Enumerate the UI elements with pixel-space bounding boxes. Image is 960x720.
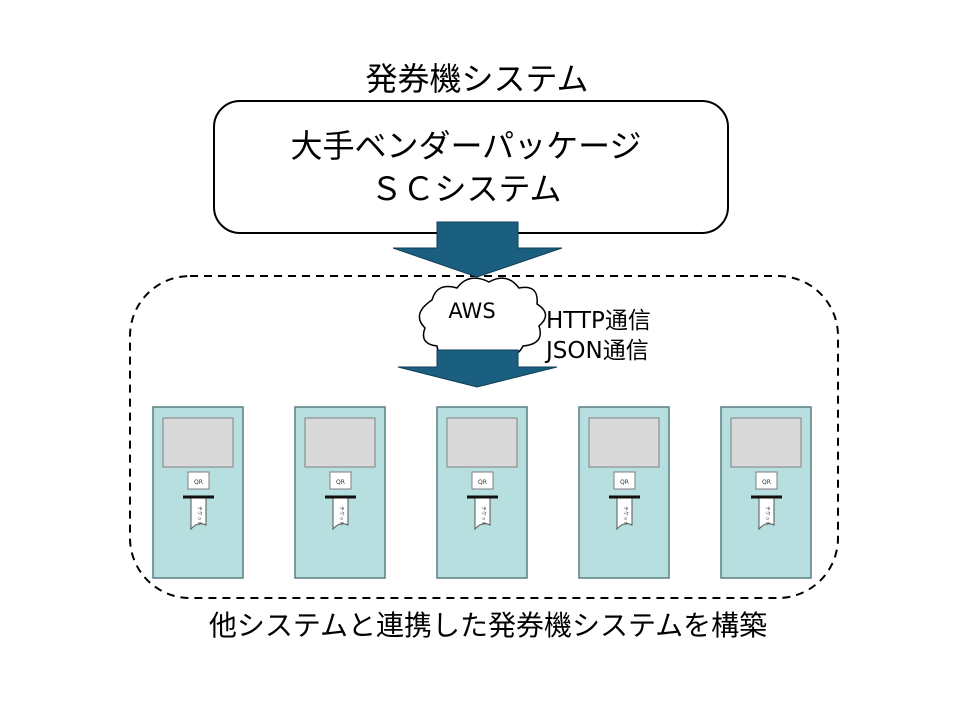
machine-screen (588, 417, 660, 468)
caption: 他システムと連携した発券機システムを構築 (209, 609, 767, 642)
system-boundary (129, 275, 839, 599)
ticket-label: チケット (622, 506, 629, 526)
qr-label: QR (336, 479, 345, 486)
machine-screen (730, 417, 802, 468)
ticket-icon (190, 497, 207, 531)
cloud-label: AWS (448, 299, 495, 323)
down-arrow-top (392, 221, 563, 278)
vendor-box-line1: 大手ベンダーパッケージ (290, 127, 641, 165)
ticket-label: チケット (480, 506, 487, 526)
ticket-label: チケット (196, 506, 203, 526)
machine-screen (446, 417, 518, 468)
ticket-icon (474, 497, 491, 531)
ticket-label: チケット (764, 506, 771, 526)
ticket-icon (332, 497, 349, 531)
qr-reader (187, 471, 210, 490)
machine-screen (162, 417, 234, 468)
diagram-title: 発券機システム (365, 60, 588, 98)
qr-reader (329, 471, 352, 490)
machine-screen (304, 417, 376, 468)
qr-label: QR (762, 479, 771, 486)
vendor-system-box (213, 100, 729, 234)
qr-reader (471, 471, 494, 490)
qr-reader (755, 471, 778, 490)
down-arrow-bottom (397, 349, 558, 388)
qr-label: QR (194, 479, 203, 486)
ticket-machine: QR チケット (720, 406, 812, 579)
qr-reader (613, 471, 636, 490)
qr-label: QR (478, 479, 487, 486)
vendor-box-line2: ＳＣシステム (370, 170, 561, 208)
qr-label: QR (620, 479, 629, 486)
protocol-http: HTTP通信 (546, 308, 651, 334)
ticket-icon (758, 497, 775, 531)
ticket-machines: QR チケット QR チケット QR チケット QR チケット QR チケット (152, 406, 812, 579)
ticket-machine: QR チケット (152, 406, 244, 579)
ticket-machine: QR チケット (436, 406, 528, 579)
ticket-machine: QR チケット (294, 406, 386, 579)
ticket-label: チケット (338, 506, 345, 526)
cloud-icon (418, 277, 547, 363)
ticket-machine: QR チケット (578, 406, 670, 579)
ticket-icon (616, 497, 633, 531)
protocol-json: JSON通信 (544, 338, 649, 364)
